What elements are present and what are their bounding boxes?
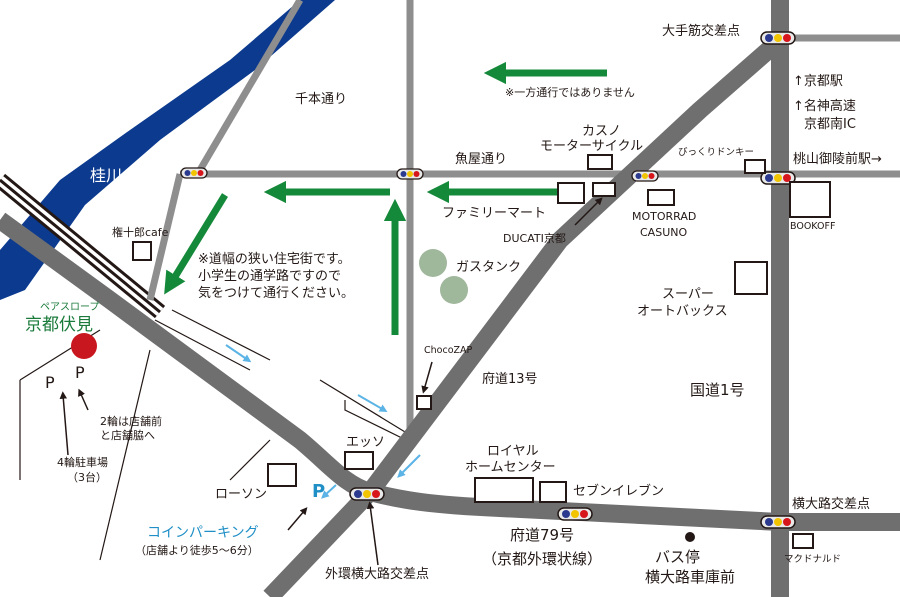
signal-gaikan — [349, 487, 385, 501]
entry-arrows — [225, 344, 421, 499]
parking-2wheel-note: と店舗脇へ — [100, 428, 155, 442]
parking-4wheel-note: 4輪駐車場 — [57, 455, 108, 469]
shop-name: 京都伏見 — [25, 315, 93, 335]
direction-meishin-ic: 京都南IC — [804, 116, 856, 132]
signal-senbon — [396, 168, 424, 180]
landmark-supermarket: スーパー — [662, 287, 714, 302]
signal-fudo79-mid — [557, 507, 593, 521]
landmark-gontojuro: 権十郎cafe — [112, 225, 169, 239]
landmark-motorrad: MOTORRAD — [632, 210, 696, 223]
coin-parking-note: （店舗より徒歩5～6分） — [135, 543, 259, 557]
landmark-motorrad: CASUNO — [640, 226, 687, 239]
signal-fudo13 — [631, 170, 659, 182]
parking-4wheel-note: （3台） — [67, 470, 107, 484]
parking-p2: P — [75, 363, 85, 382]
katsura-river — [0, 0, 335, 300]
landmark-bus-stop-name: 横大路車庫前 — [645, 568, 735, 586]
intersection-yokooji: 横大路交差点 — [792, 496, 870, 512]
landmark-seven: セブンイレブン — [573, 483, 664, 499]
railway — [0, 173, 166, 319]
landmark-supermarket: オートバックス — [637, 304, 728, 319]
landmark-lawson: ローソン — [215, 487, 267, 502]
landmark-esso: エッソ — [346, 435, 385, 450]
landmark-mcdonalds: マクドナルド — [784, 554, 841, 565]
signal-yokooji — [760, 515, 796, 529]
landmark-kasuno: モーターサイクル — [540, 139, 643, 154]
gas-tank — [419, 249, 447, 277]
momoyama-station: 桃山御陵前駅→ — [793, 151, 882, 167]
river-label: 桂川 — [90, 166, 122, 185]
note-narrow: ※道幅の狭い住宅街です。 — [198, 252, 351, 267]
road-fudo13: 府道13号 — [482, 372, 538, 387]
direction-kyoto-station: ↑京都駅 — [793, 74, 843, 89]
coin-parking-p: P — [312, 481, 325, 502]
note-narrow: 気をつけて通行ください。 — [198, 285, 354, 301]
landmark-donki: びっくりドンキー — [678, 147, 754, 158]
road-senbon: 千本通り — [295, 92, 347, 107]
landmark-chocozap: ChocoZAP — [424, 345, 473, 356]
parking-2wheel-note: 2輪は店舗前 — [100, 414, 162, 428]
parking-p1: P — [45, 373, 55, 392]
bus-stop-marker — [685, 532, 695, 542]
minor-roads — [146, 0, 900, 440]
shop-subtitle: ペアスロープ — [40, 301, 99, 313]
note-oneway: ※一方通行ではありません — [505, 85, 635, 99]
intersection-otesuji: 大手筋交差点 — [662, 23, 740, 39]
note-narrow: 小学生の通学路ですので — [198, 268, 341, 284]
road-fudo79-sub: （京都外環状線） — [482, 550, 602, 568]
signal-otesuji — [760, 31, 796, 45]
road-uoya: 魚屋通り — [455, 152, 507, 167]
landmark-gastank: ガスタンク — [456, 260, 521, 275]
direction-meishin: ↑名神高速 — [793, 98, 856, 114]
shop-marker[interactable] — [71, 333, 97, 359]
pointer-arrows — [59, 197, 603, 566]
landmark-ducati: DUCATI京都 — [503, 231, 566, 245]
intersection-gaikan: 外環横大路交差点 — [325, 566, 429, 582]
signal-west — [180, 167, 208, 179]
road-kokudo1: 国道1号 — [690, 381, 745, 399]
road-fudo79: 府道79号 — [510, 526, 574, 544]
landmark-bookoff: BOOKOFF — [790, 221, 835, 232]
side-streets — [19, 309, 411, 561]
landmark-royal: ホームセンター — [465, 460, 556, 475]
buildings — [132, 154, 831, 549]
landmark-familymart: ファミリーマート — [442, 206, 546, 221]
route-arrows — [164, 61, 607, 335]
landmark-bus-stop: バス停 — [655, 548, 700, 566]
landmark-kasuno: カスノ — [582, 124, 621, 139]
landmark-coin-parking: コインパーキング — [147, 525, 259, 541]
gas-tank — [440, 276, 468, 304]
landmark-royal: ロイヤル — [487, 444, 539, 459]
